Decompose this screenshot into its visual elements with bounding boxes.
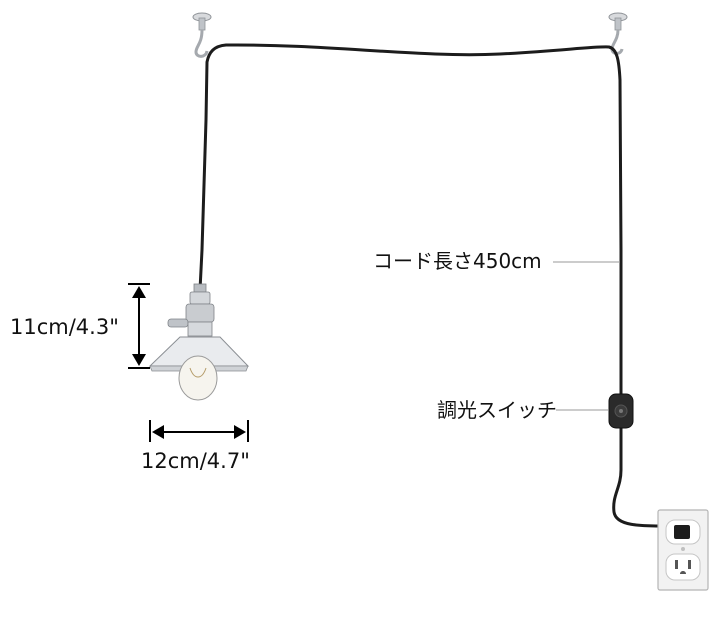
dimmer-switch-icon	[608, 393, 634, 429]
ceiling-hook-left-icon	[192, 12, 212, 58]
pendant-lamp-icon	[148, 283, 250, 401]
width-dimension	[149, 420, 249, 442]
height-label: 11cm/4.3"	[10, 315, 119, 339]
cord-length-label: コード長さ450cm	[373, 249, 542, 273]
wall-outlet-icon	[657, 509, 709, 591]
power-cord	[198, 43, 623, 397]
ceiling-hook-right-icon	[608, 12, 628, 55]
dimmer-switch-label: 調光スイッチ	[437, 398, 557, 422]
power-cord-lower	[612, 422, 680, 530]
height-dimension	[128, 283, 150, 369]
width-label: 12cm/4.7"	[141, 449, 250, 473]
